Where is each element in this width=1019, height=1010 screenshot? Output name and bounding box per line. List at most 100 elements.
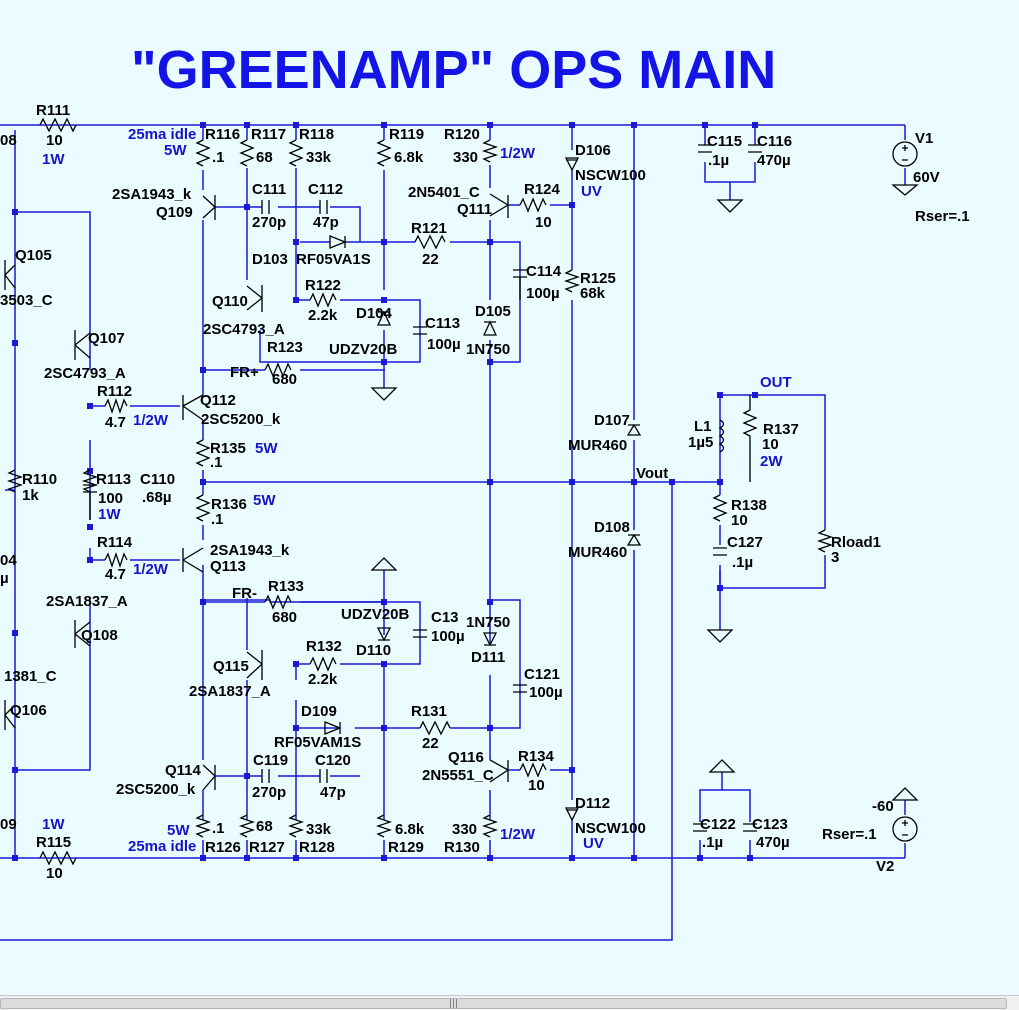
label-c120: C120: [315, 752, 351, 769]
label-c116-value: 470µ: [757, 152, 791, 169]
label-d103: D103: [252, 251, 288, 268]
label-q108: Q108: [81, 627, 118, 644]
resistor-r118: [288, 139, 304, 167]
label-r122-value: 2.2k: [308, 307, 338, 324]
label-q109-model: 2SA1943_k: [112, 186, 192, 203]
label-c123-value: 470µ: [756, 834, 790, 851]
label-udzv-bottom: UDZV20B: [341, 606, 410, 623]
label-r131: R131: [411, 703, 447, 720]
label-r124: R124: [524, 181, 561, 198]
capacitor-c116: [748, 144, 762, 153]
resistor-r136: [195, 494, 211, 522]
capacitor-c111: [261, 200, 270, 214]
label-rser1: Rser=.1: [915, 208, 970, 225]
resistor-r119: [376, 139, 392, 167]
scrollbar-thumb[interactable]: |||: [0, 998, 1007, 1009]
label-udzv-top: UDZV20B: [329, 341, 398, 358]
inductor-l1: [718, 419, 725, 453]
label-r135-value: .1: [210, 454, 223, 471]
label-rload1-value: 3: [831, 549, 839, 566]
label-fr-minus: FR-: [232, 585, 257, 602]
label-c121-value: 100µ: [529, 684, 563, 701]
label-r120: R120: [444, 126, 480, 143]
label-c121: C121: [524, 666, 560, 683]
label-r131-value: 22: [422, 735, 439, 752]
capacitor-c110: [83, 484, 97, 493]
label-q115: Q115: [213, 658, 249, 675]
label-r136: R136: [211, 496, 247, 513]
label-v2-value: -60: [872, 798, 894, 815]
label-r123: R123: [267, 339, 303, 356]
resistor-r131: [419, 720, 451, 736]
wires: [0, 124, 906, 941]
label-r113: R113: [96, 471, 131, 488]
resistor-r126: [194, 814, 212, 838]
label-q107-model: 2SC4793_A: [44, 365, 126, 382]
horizontal-scrollbar[interactable]: |||: [0, 995, 1019, 1010]
label-q106: Q106: [10, 702, 47, 719]
label-r112: R112: [97, 383, 132, 400]
label-r137-watt: 2W: [760, 453, 783, 470]
label-r112-watt: 1/2W: [133, 412, 169, 429]
zener-d104: [376, 308, 392, 326]
label-r125: R125: [580, 270, 616, 287]
label-d107: D107: [594, 412, 630, 429]
zener-d105: [482, 320, 498, 336]
capacitor-c121: [513, 684, 527, 693]
label-d111-model: 1N750: [466, 614, 510, 631]
diode-d109: [324, 721, 342, 735]
label-q110: Q110: [212, 293, 248, 310]
transistor-q111: [489, 193, 509, 218]
label-d109: D109: [301, 703, 337, 720]
label-partial-mu: µ: [0, 570, 9, 587]
label-c111-value: 270p: [252, 214, 286, 231]
label-c114: C114: [526, 263, 562, 280]
resistor-r138: [712, 494, 728, 522]
resistor-r127: [238, 814, 256, 838]
label-q106-model: 1381_C: [4, 668, 57, 685]
label-d105: D105: [475, 303, 511, 320]
diode-d107: [626, 423, 642, 436]
page-title: "GREENAMP" OPS MAIN: [131, 40, 776, 100]
label-d111: D111: [471, 649, 505, 666]
capacitor-c127: [713, 547, 727, 556]
supply-symbol-v2: [891, 787, 919, 801]
transistor-q114: [202, 764, 216, 791]
label-vout: Vout: [636, 465, 668, 482]
scrollbar-grip-icon: |||: [449, 999, 459, 1009]
label-r114-value: 4.7: [105, 566, 126, 583]
zener-d111: [482, 632, 498, 647]
label-r114: R114: [97, 534, 133, 551]
label-c110-value: .68µ: [142, 489, 172, 506]
label-q105: Q105: [15, 247, 52, 264]
label-c116: C116: [757, 133, 792, 150]
label-r124-value: 10: [535, 214, 552, 231]
label-r110-value: 1k: [22, 487, 39, 504]
label-d108-model: MUR460: [568, 544, 627, 561]
label-r137-value: 10: [762, 436, 779, 453]
label-c122-value: .1µ: [702, 834, 723, 851]
label-d110: D110: [356, 642, 391, 659]
label-r138-value: 10: [731, 512, 748, 529]
label-d103-model: RF05VA1S: [296, 251, 371, 268]
transistor-q108: [74, 620, 91, 648]
junctions: [12, 122, 758, 861]
label-v2: V2: [876, 858, 894, 875]
label-r128: R128: [299, 839, 335, 856]
components: [4, 117, 919, 866]
label-r126-value: .1: [212, 820, 225, 837]
label-r116: R116: [205, 126, 240, 143]
label-q112: Q112: [200, 392, 236, 409]
label-c119-value: 270p: [252, 784, 286, 801]
resistor-r129: [375, 814, 393, 838]
label-r117-value: 68: [256, 149, 273, 166]
diode-d103: [329, 235, 347, 249]
label-r120-value: 330: [453, 149, 478, 166]
label-q112-model: 2SC5200_k: [201, 411, 281, 428]
label-c110: C110: [140, 471, 175, 488]
label-r130: R130: [444, 839, 480, 856]
label-c114-value: 100µ: [526, 285, 560, 302]
label-r136-watt: 5W: [253, 492, 276, 509]
label-5w-bottom: 5W: [167, 822, 190, 839]
